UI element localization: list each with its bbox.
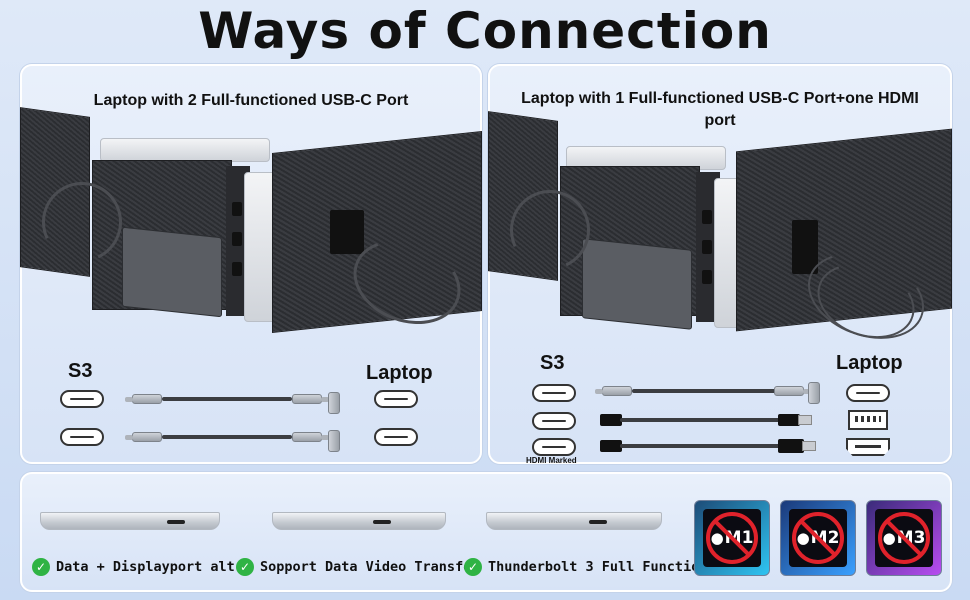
usb-c-elbow-plug-icon — [808, 382, 820, 404]
laptop-side-icon — [272, 512, 446, 530]
panel-dual-usbc: Laptop with 2 Full-functioned USB-C Port… — [20, 64, 482, 464]
feature-text: Sopport Data Video Transfer — [260, 559, 480, 575]
chip-badge-m1: ● M1 — [694, 500, 770, 576]
check-icon: ✓ — [32, 558, 50, 576]
cable — [620, 418, 780, 422]
usb-c-plug-icon — [595, 386, 632, 396]
usb-c-port-icon — [167, 520, 185, 524]
port-slot — [702, 240, 712, 254]
usb-c-plug-icon — [125, 394, 162, 404]
port-slot — [702, 210, 712, 224]
check-icon: ✓ — [236, 558, 254, 576]
usb-c-plug-icon — [125, 432, 162, 442]
cable — [620, 444, 780, 448]
usb-c-port-icon — [374, 390, 418, 408]
check-icon: ✓ — [464, 558, 482, 576]
feature-item: ✓ Thunderbolt 3 Full Function — [464, 558, 707, 576]
usb-c-port-icon — [532, 438, 576, 456]
panel-heading: Laptop with 2 Full-functioned USB-C Port — [93, 92, 409, 109]
hdmi-port-icon — [846, 438, 890, 456]
target-label: Laptop — [366, 362, 433, 384]
usb-c-port-icon — [846, 384, 890, 402]
usb-a-plug-icon — [778, 414, 800, 426]
feature-text: Data + Displayport alt — [56, 559, 235, 575]
cable — [632, 389, 792, 393]
port-slot — [232, 202, 242, 216]
usb-c-port-icon — [374, 428, 418, 446]
prohibited-icon — [878, 512, 930, 564]
page-title: Ways of Connection — [198, 2, 772, 60]
usb-c-port-icon — [60, 390, 104, 408]
usb-c-port-icon — [373, 520, 391, 524]
panel-heading: Laptop with 1 Full-functioned USB-C Port… — [521, 90, 919, 129]
source-label: S3 — [68, 360, 93, 382]
chip-face: ● M3 — [875, 509, 933, 567]
panel-usbc-hdmi: Laptop with 1 Full-functioned USB-C Port… — [488, 64, 952, 465]
right-screen-port — [792, 220, 818, 274]
monitor-illustration — [20, 107, 482, 339]
right-screen-port — [330, 210, 364, 254]
usb-c-plug-icon — [292, 432, 329, 442]
usb-c-port-icon — [532, 384, 576, 402]
target-label: Laptop — [836, 352, 903, 374]
usb-a-port-icon — [848, 410, 888, 430]
laptop-side-icon — [40, 512, 220, 530]
usb-c-elbow-plug-icon — [328, 392, 340, 414]
usb-c-port-icon — [60, 428, 104, 446]
port-slot — [232, 262, 242, 276]
hdmi-plug-icon — [778, 439, 804, 453]
laptop-lid — [100, 138, 270, 162]
source-label: S3 — [540, 352, 565, 374]
usb-c-plug-icon — [600, 414, 622, 426]
chip-face: ● M1 — [703, 509, 761, 567]
usb-c-plug-icon — [292, 394, 329, 404]
panel-compatibility: ✓ Data + Displayport alt ✓ Sopport Data … — [20, 472, 952, 592]
hdmi-marked-note: HDMI Marked — [526, 456, 577, 465]
usb-c-port-icon — [532, 412, 576, 430]
prohibited-icon — [792, 512, 844, 564]
chip-badge-m2: ● M2 — [780, 500, 856, 576]
kickstand — [122, 226, 222, 318]
usb-c-plug-icon — [600, 440, 622, 452]
port-slot — [232, 232, 242, 246]
port-slot — [702, 270, 712, 284]
usb-c-port-icon — [589, 520, 607, 524]
cable — [162, 435, 292, 439]
feature-item: ✓ Sopport Data Video Transfer — [236, 558, 479, 576]
feature-item: ✓ Data + Displayport alt — [32, 558, 235, 576]
chip-face: ● M2 — [789, 509, 847, 567]
feature-text: Thunderbolt 3 Full Function — [488, 559, 708, 575]
prohibited-icon — [706, 512, 758, 564]
laptop-side-icon — [486, 512, 662, 530]
monitor-illustration — [488, 111, 952, 355]
chip-badge-m3: ● M3 — [866, 500, 942, 576]
cable — [162, 397, 292, 401]
usb-c-elbow-plug-icon — [328, 430, 340, 452]
kickstand — [582, 238, 692, 330]
usb-c-plug-icon — [774, 386, 811, 396]
hdmi-plug-tip-icon — [802, 441, 816, 451]
usb-a-plug-tip-icon — [798, 415, 812, 425]
